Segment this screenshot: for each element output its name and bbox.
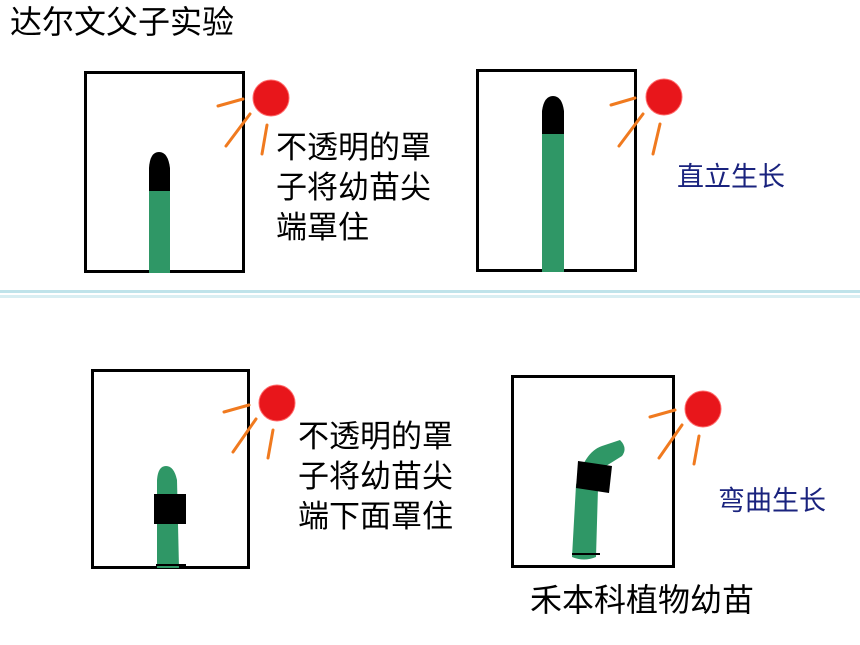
seedling-icon bbox=[149, 152, 170, 273]
sun-icon bbox=[252, 79, 290, 117]
sun-icon bbox=[645, 78, 683, 116]
seedling-caption: 禾本科植物幼苗 bbox=[530, 581, 755, 619]
seedling-icon bbox=[572, 440, 625, 560]
light-ray-icon bbox=[609, 96, 662, 156]
result-label-bottom: 弯曲生长 bbox=[718, 486, 826, 517]
page-title: 达尔文父子实验 bbox=[10, 3, 235, 41]
label-line: 不透明的罩 bbox=[276, 130, 431, 166]
seedling-icon bbox=[542, 96, 564, 272]
label-line: 端罩住 bbox=[276, 210, 369, 246]
light-ray-icon bbox=[216, 97, 269, 156]
result-label-top: 直立生长 bbox=[677, 162, 785, 193]
sun-icon bbox=[258, 384, 296, 422]
opaque-cap-icon bbox=[154, 494, 186, 524]
opaque-cap-icon bbox=[576, 461, 612, 493]
label-line: 子将幼苗尖 bbox=[276, 170, 431, 206]
condition-label-bottom: 不透明的罩 子将幼苗尖 端下面罩住 bbox=[298, 417, 453, 537]
light-ray-icon bbox=[648, 408, 701, 466]
sun-icon bbox=[684, 390, 722, 428]
section-divider bbox=[0, 290, 860, 300]
condition-label-top: 不透明的罩 子将幼苗尖 端罩住 bbox=[276, 128, 431, 248]
label-line: 子将幼苗尖 bbox=[298, 459, 453, 495]
light-ray-icon bbox=[222, 403, 275, 460]
label-line: 不透明的罩 bbox=[298, 419, 453, 455]
label-line: 端下面罩住 bbox=[298, 499, 453, 535]
